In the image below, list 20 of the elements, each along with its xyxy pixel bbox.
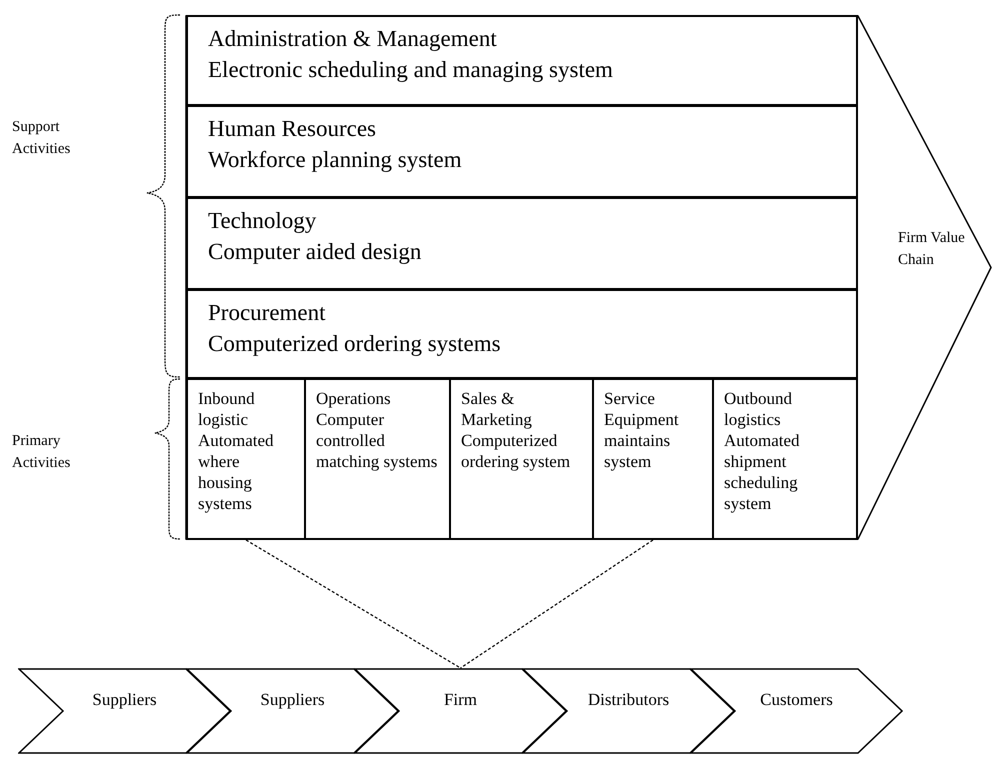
primary-activity-box: Outbound logistics Automated shipment scheduling system [712, 378, 858, 540]
support-activity-box: Procurement Computerized ordering systems [186, 289, 858, 379]
chevron-shape: Distributors [522, 668, 735, 754]
support-activity-box: Human Resources Workforce planning system [186, 105, 858, 198]
brace-label: Primary Activities [12, 432, 72, 473]
connector-line [460, 540, 654, 668]
support-activity-box: Administration & Management Electronic scheduling and managing system [186, 15, 858, 106]
connector-line [246, 539, 461, 669]
primary-activity-box: Sales & Marketing Computerized ordering system [449, 378, 594, 540]
chevron-shape: Firm [354, 668, 567, 754]
chevron-shape: Suppliers [18, 668, 231, 754]
value-chain-arrow [186, 15, 992, 540]
chevron-shape: Suppliers [186, 668, 399, 754]
chevron-shape: Customers [690, 668, 903, 754]
arrow-label: Firm Value Chain [898, 229, 966, 270]
primary-activity-box: Service Equipment maintains system [592, 378, 714, 540]
brace-label: Support Activities [12, 118, 72, 159]
support-activity-box: Technology Computer aided design [186, 197, 858, 290]
primary-activity-box: Inbound logistic Automated where housing systems [186, 378, 306, 540]
primary-activity-box: Operations Computer controlled matching systems [304, 378, 451, 540]
